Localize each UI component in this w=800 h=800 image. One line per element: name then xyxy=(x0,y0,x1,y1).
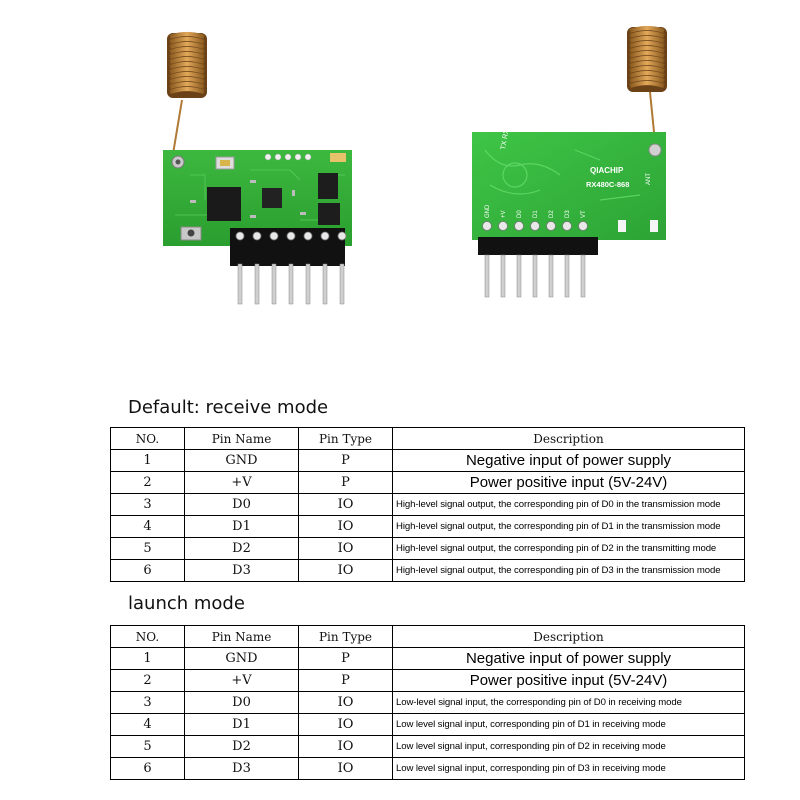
back-ant-label: ANT xyxy=(646,173,652,185)
header-pin-name: Pin Name xyxy=(184,427,299,450)
row-pin-name: +V xyxy=(184,471,299,494)
row-pin-name: GND xyxy=(184,449,299,472)
row-pin-type: IO xyxy=(298,757,393,780)
row-pin-type: P xyxy=(298,471,393,494)
svg-text:VT: VT xyxy=(581,210,587,218)
row-no: 5 xyxy=(110,735,185,758)
row-pin-type: IO xyxy=(298,493,393,516)
table-header-row: NO. Pin Name Pin Type Description xyxy=(110,625,745,648)
row-description: Power positive input (5V-24V) xyxy=(392,471,745,494)
launch-pin-table: NO. Pin Name Pin Type Description 1 GND … xyxy=(110,625,745,780)
svg-text:GND: GND xyxy=(485,204,491,218)
front-header-pins xyxy=(237,263,345,305)
back-top-labels: TX RX GND RST SWCLK SWDIO 3.3 xyxy=(500,33,527,151)
row-pin-type: IO xyxy=(298,515,393,538)
launch-mode-title: launch mode xyxy=(128,593,245,614)
front-board xyxy=(163,31,352,305)
receive-mode-title: Default: receive mode xyxy=(128,397,329,418)
table-row: 5 D2 IO Low level signal input, correspo… xyxy=(110,735,745,758)
header-no: NO. xyxy=(110,625,185,648)
table-row: 2 +V P Power positive input (5V-24V) xyxy=(110,669,745,692)
row-description: High-level signal output, the correspond… xyxy=(392,559,745,582)
row-pin-type: IO xyxy=(298,559,393,582)
row-no: 1 xyxy=(110,647,185,670)
row-no: 2 xyxy=(110,669,185,692)
back-header-pins xyxy=(484,254,586,298)
row-pin-type: IO xyxy=(298,735,393,758)
row-no: 1 xyxy=(110,449,185,472)
table-row: 4 D1 IO Low level signal input, correspo… xyxy=(110,713,745,736)
back-pin-header xyxy=(478,237,598,255)
table-row: 3 D0 IO Low-level signal input, the corr… xyxy=(110,691,745,714)
table-row: 6 D3 IO High-level signal output, the co… xyxy=(110,559,745,582)
row-description: High-level signal output, the correspond… xyxy=(392,537,745,560)
table-row: 2 +V P Power positive input (5V-24V) xyxy=(110,471,745,494)
row-no: 4 xyxy=(110,713,185,736)
row-description: Power positive input (5V-24V) xyxy=(392,669,745,692)
back-board: TX RX GND RST SWCLK SWDIO 3.3 QIACHIP RX… xyxy=(472,25,667,298)
svg-text:+V: +V xyxy=(501,210,507,218)
row-description: High-level signal output, the correspond… xyxy=(392,493,745,516)
row-pin-type: IO xyxy=(298,537,393,560)
table-row: 6 D3 IO Low level signal input, correspo… xyxy=(110,757,745,780)
row-no: 6 xyxy=(110,757,185,780)
row-no: 3 xyxy=(110,493,185,516)
svg-text:D1: D1 xyxy=(533,210,539,218)
row-pin-type: P xyxy=(298,647,393,670)
row-pin-name: D2 xyxy=(184,735,299,758)
back-pin-labels: GND +V D0 D1 D2 D3 VT xyxy=(485,204,587,218)
row-pin-name: +V xyxy=(184,669,299,692)
row-no: 2 xyxy=(110,471,185,494)
row-pin-name: D1 xyxy=(184,713,299,736)
row-pin-name: D3 xyxy=(184,757,299,780)
row-no: 4 xyxy=(110,515,185,538)
row-description: Negative input of power supply xyxy=(392,647,745,670)
header-pin-type: Pin Type xyxy=(298,427,393,450)
svg-text:D2: D2 xyxy=(549,210,555,218)
header-pin-name: Pin Name xyxy=(184,625,299,648)
row-pin-type: IO xyxy=(298,713,393,736)
row-description: Low-level signal input, the correspondin… xyxy=(392,691,745,714)
header-pin-type: Pin Type xyxy=(298,625,393,648)
table-header-row: NO. Pin Name Pin Type Description xyxy=(110,427,745,450)
table-row: 5 D2 IO High-level signal output, the co… xyxy=(110,537,745,560)
table-row: 1 GND P Negative input of power supply xyxy=(110,449,745,472)
svg-text:D0: D0 xyxy=(517,210,523,218)
row-no: 5 xyxy=(110,537,185,560)
row-pin-type: IO xyxy=(298,691,393,714)
row-description: Low level signal input, corresponding pi… xyxy=(392,713,745,736)
svg-text:D3: D3 xyxy=(565,210,571,218)
header-no: NO. xyxy=(110,427,185,450)
back-antenna-coil xyxy=(627,25,667,143)
row-pin-type: P xyxy=(298,669,393,692)
row-no: 3 xyxy=(110,691,185,714)
row-description: High-level signal output, the correspond… xyxy=(392,515,745,538)
back-model-label: RX480C-868 xyxy=(586,180,629,189)
row-description: Low level signal input, corresponding pi… xyxy=(392,757,745,780)
row-pin-type: P xyxy=(298,449,393,472)
header-description: Description xyxy=(392,625,745,648)
table-row: 4 D1 IO High-level signal output, the co… xyxy=(110,515,745,538)
product-photo: TX RX GND RST SWCLK SWDIO 3.3 QIACHIP RX… xyxy=(163,25,667,305)
row-pin-name: D0 xyxy=(184,691,299,714)
row-description: Negative input of power supply xyxy=(392,449,745,472)
receive-pin-table: NO. Pin Name Pin Type Description 1 GND … xyxy=(110,427,745,582)
row-pin-name: D0 xyxy=(184,493,299,516)
row-pin-name: GND xyxy=(184,647,299,670)
header-description: Description xyxy=(392,427,745,450)
row-pin-name: D1 xyxy=(184,515,299,538)
back-brand-label: QIACHIP xyxy=(590,166,624,175)
row-pin-name: D2 xyxy=(184,537,299,560)
row-pin-name: D3 xyxy=(184,559,299,582)
row-description: Low level signal input, corresponding pi… xyxy=(392,735,745,758)
front-mcu-chip xyxy=(207,187,241,221)
row-no: 6 xyxy=(110,559,185,582)
table-row: 3 D0 IO High-level signal output, the co… xyxy=(110,493,745,516)
front-antenna-coil xyxy=(167,31,207,161)
table-row: 1 GND P Negative input of power supply xyxy=(110,647,745,670)
